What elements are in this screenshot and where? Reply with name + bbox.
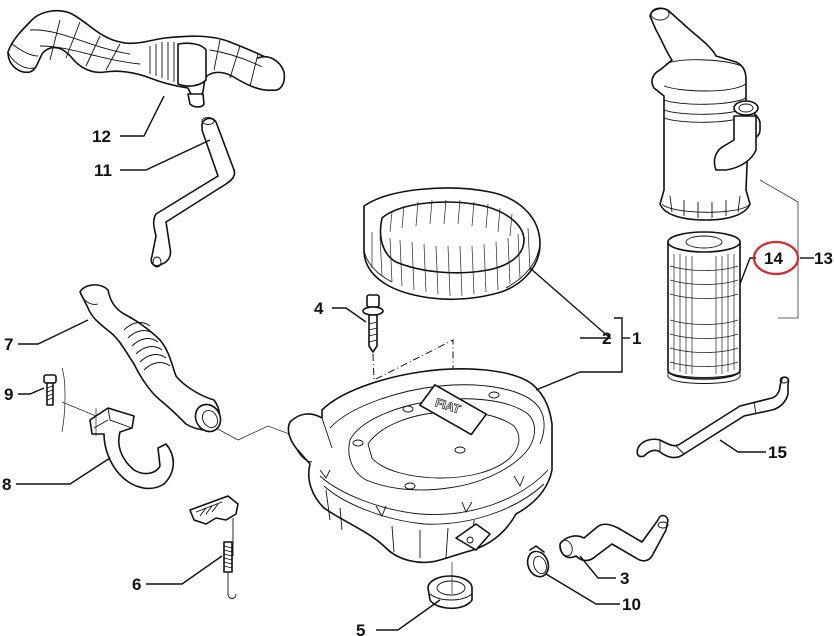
part-13-cylindrical-filter-housing[interactable] <box>649 7 761 221</box>
part-15-pipe[interactable] <box>636 376 790 459</box>
part-4-bolt[interactable] <box>362 294 384 353</box>
part-6-clip-spring[interactable] <box>189 495 239 599</box>
leader-12 <box>120 95 165 137</box>
part-7-intake-duct[interactable] <box>79 284 225 436</box>
callout-11[interactable]: 11 <box>94 161 112 180</box>
part-1-air-filter-housing[interactable]: FIAT <box>287 368 553 564</box>
leader-11 <box>120 139 211 171</box>
part-9-screw[interactable] <box>43 374 57 406</box>
fiat-logo-plate: FIAT <box>419 384 488 436</box>
callout-6[interactable]: 6 <box>132 575 141 594</box>
part-12-intake-hose[interactable] <box>7 9 286 108</box>
callout-4[interactable]: 4 <box>314 299 324 318</box>
bolt-4-alignment-line <box>372 339 454 381</box>
bracket-8-9-grouping <box>61 367 97 433</box>
leader-9 <box>18 387 45 395</box>
part-2-filter-element[interactable] <box>363 187 541 301</box>
leader-10 <box>545 573 620 605</box>
connector-line-7-to-housing <box>215 425 301 441</box>
leader-15 <box>719 439 766 453</box>
callout-12[interactable]: 12 <box>92 127 111 146</box>
leader-lines <box>16 95 814 631</box>
leader-6 <box>146 555 223 585</box>
part-3-breather-hose[interactable] <box>558 514 669 562</box>
callout-5[interactable]: 5 <box>356 621 365 636</box>
leader-4 <box>332 307 367 323</box>
callout-3[interactable]: 3 <box>620 569 629 588</box>
callout-10[interactable]: 10 <box>622 595 641 614</box>
callout-8[interactable]: 8 <box>2 475 11 494</box>
leader-3 <box>579 555 616 579</box>
callout-9[interactable]: 9 <box>4 385 13 404</box>
part-8-bracket[interactable] <box>89 407 175 490</box>
callout-15[interactable]: 15 <box>768 443 787 462</box>
leader-5 <box>376 599 441 631</box>
callout-14[interactable]: 14 <box>764 249 783 268</box>
leader-7 <box>18 319 89 345</box>
part-14-filter-cartridge[interactable] <box>667 231 741 384</box>
part-5-drain-plug[interactable] <box>427 562 473 610</box>
part-10-hose-clamp[interactable] <box>524 545 552 580</box>
callout-labels: 12 11 7 9 8 6 4 2 1 5 10 3 15 14 13 <box>2 127 833 636</box>
leader-8 <box>16 457 111 485</box>
leader-2 <box>529 267 612 339</box>
part-11-vent-hose[interactable] <box>150 117 236 268</box>
highlight-circle-part-14 <box>752 240 800 276</box>
leader-1 <box>535 317 623 391</box>
callout-1[interactable]: 1 <box>632 329 641 348</box>
callout-13[interactable]: 13 <box>814 249 833 268</box>
callout-2[interactable]: 2 <box>602 329 611 348</box>
callout-7[interactable]: 7 <box>4 335 13 354</box>
